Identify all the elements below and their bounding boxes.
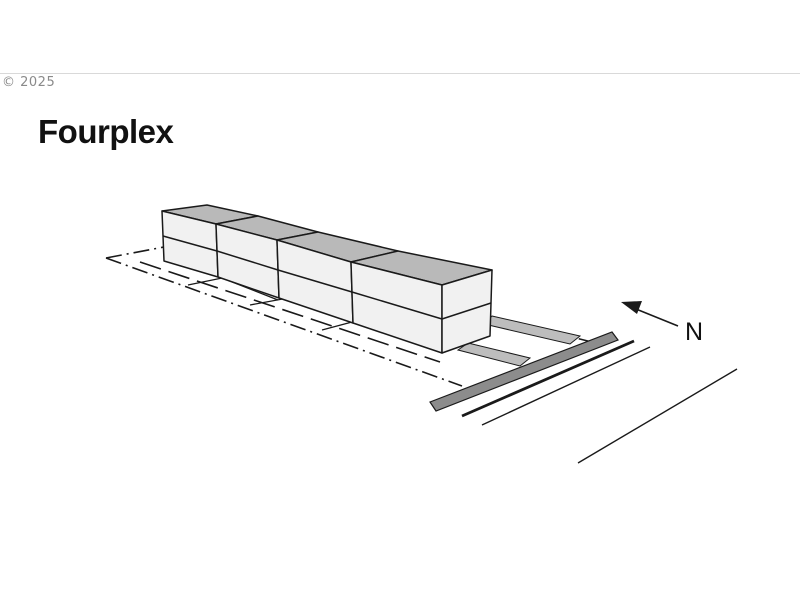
driveway-1: [483, 315, 582, 345]
street-edge-line: [481, 346, 651, 426]
north-label: N: [685, 318, 703, 346]
unit-3-floor-line: [277, 269, 353, 293]
north-arrow-head-icon: [621, 301, 642, 314]
setback-line: [139, 261, 441, 363]
fourplex-building: [161, 204, 493, 354]
unit-4-floor-line: [351, 291, 443, 320]
copyright-text: © 2025: [2, 75, 56, 90]
page-title: Fourplex: [38, 113, 174, 150]
unit-4: [350, 250, 493, 354]
header-divider: [0, 73, 800, 74]
unit-1-floor-line: [162, 235, 218, 252]
patio-outline-3: [321, 321, 353, 331]
unit-2-floor-line: [216, 250, 279, 271]
north-arrow-shaft: [635, 308, 679, 327]
setback-lines: [139, 261, 441, 363]
curb-line: [461, 339, 635, 418]
property-line-rear: [105, 246, 165, 259]
driveway-2: [456, 342, 532, 367]
sidewalk-band: [429, 331, 619, 412]
north-arrow: N: [621, 301, 703, 346]
unit-3: [276, 231, 399, 324]
street-far-line: [577, 368, 738, 464]
property-line-front: [105, 257, 463, 387]
unit-4-side-floor-line: [441, 302, 492, 320]
